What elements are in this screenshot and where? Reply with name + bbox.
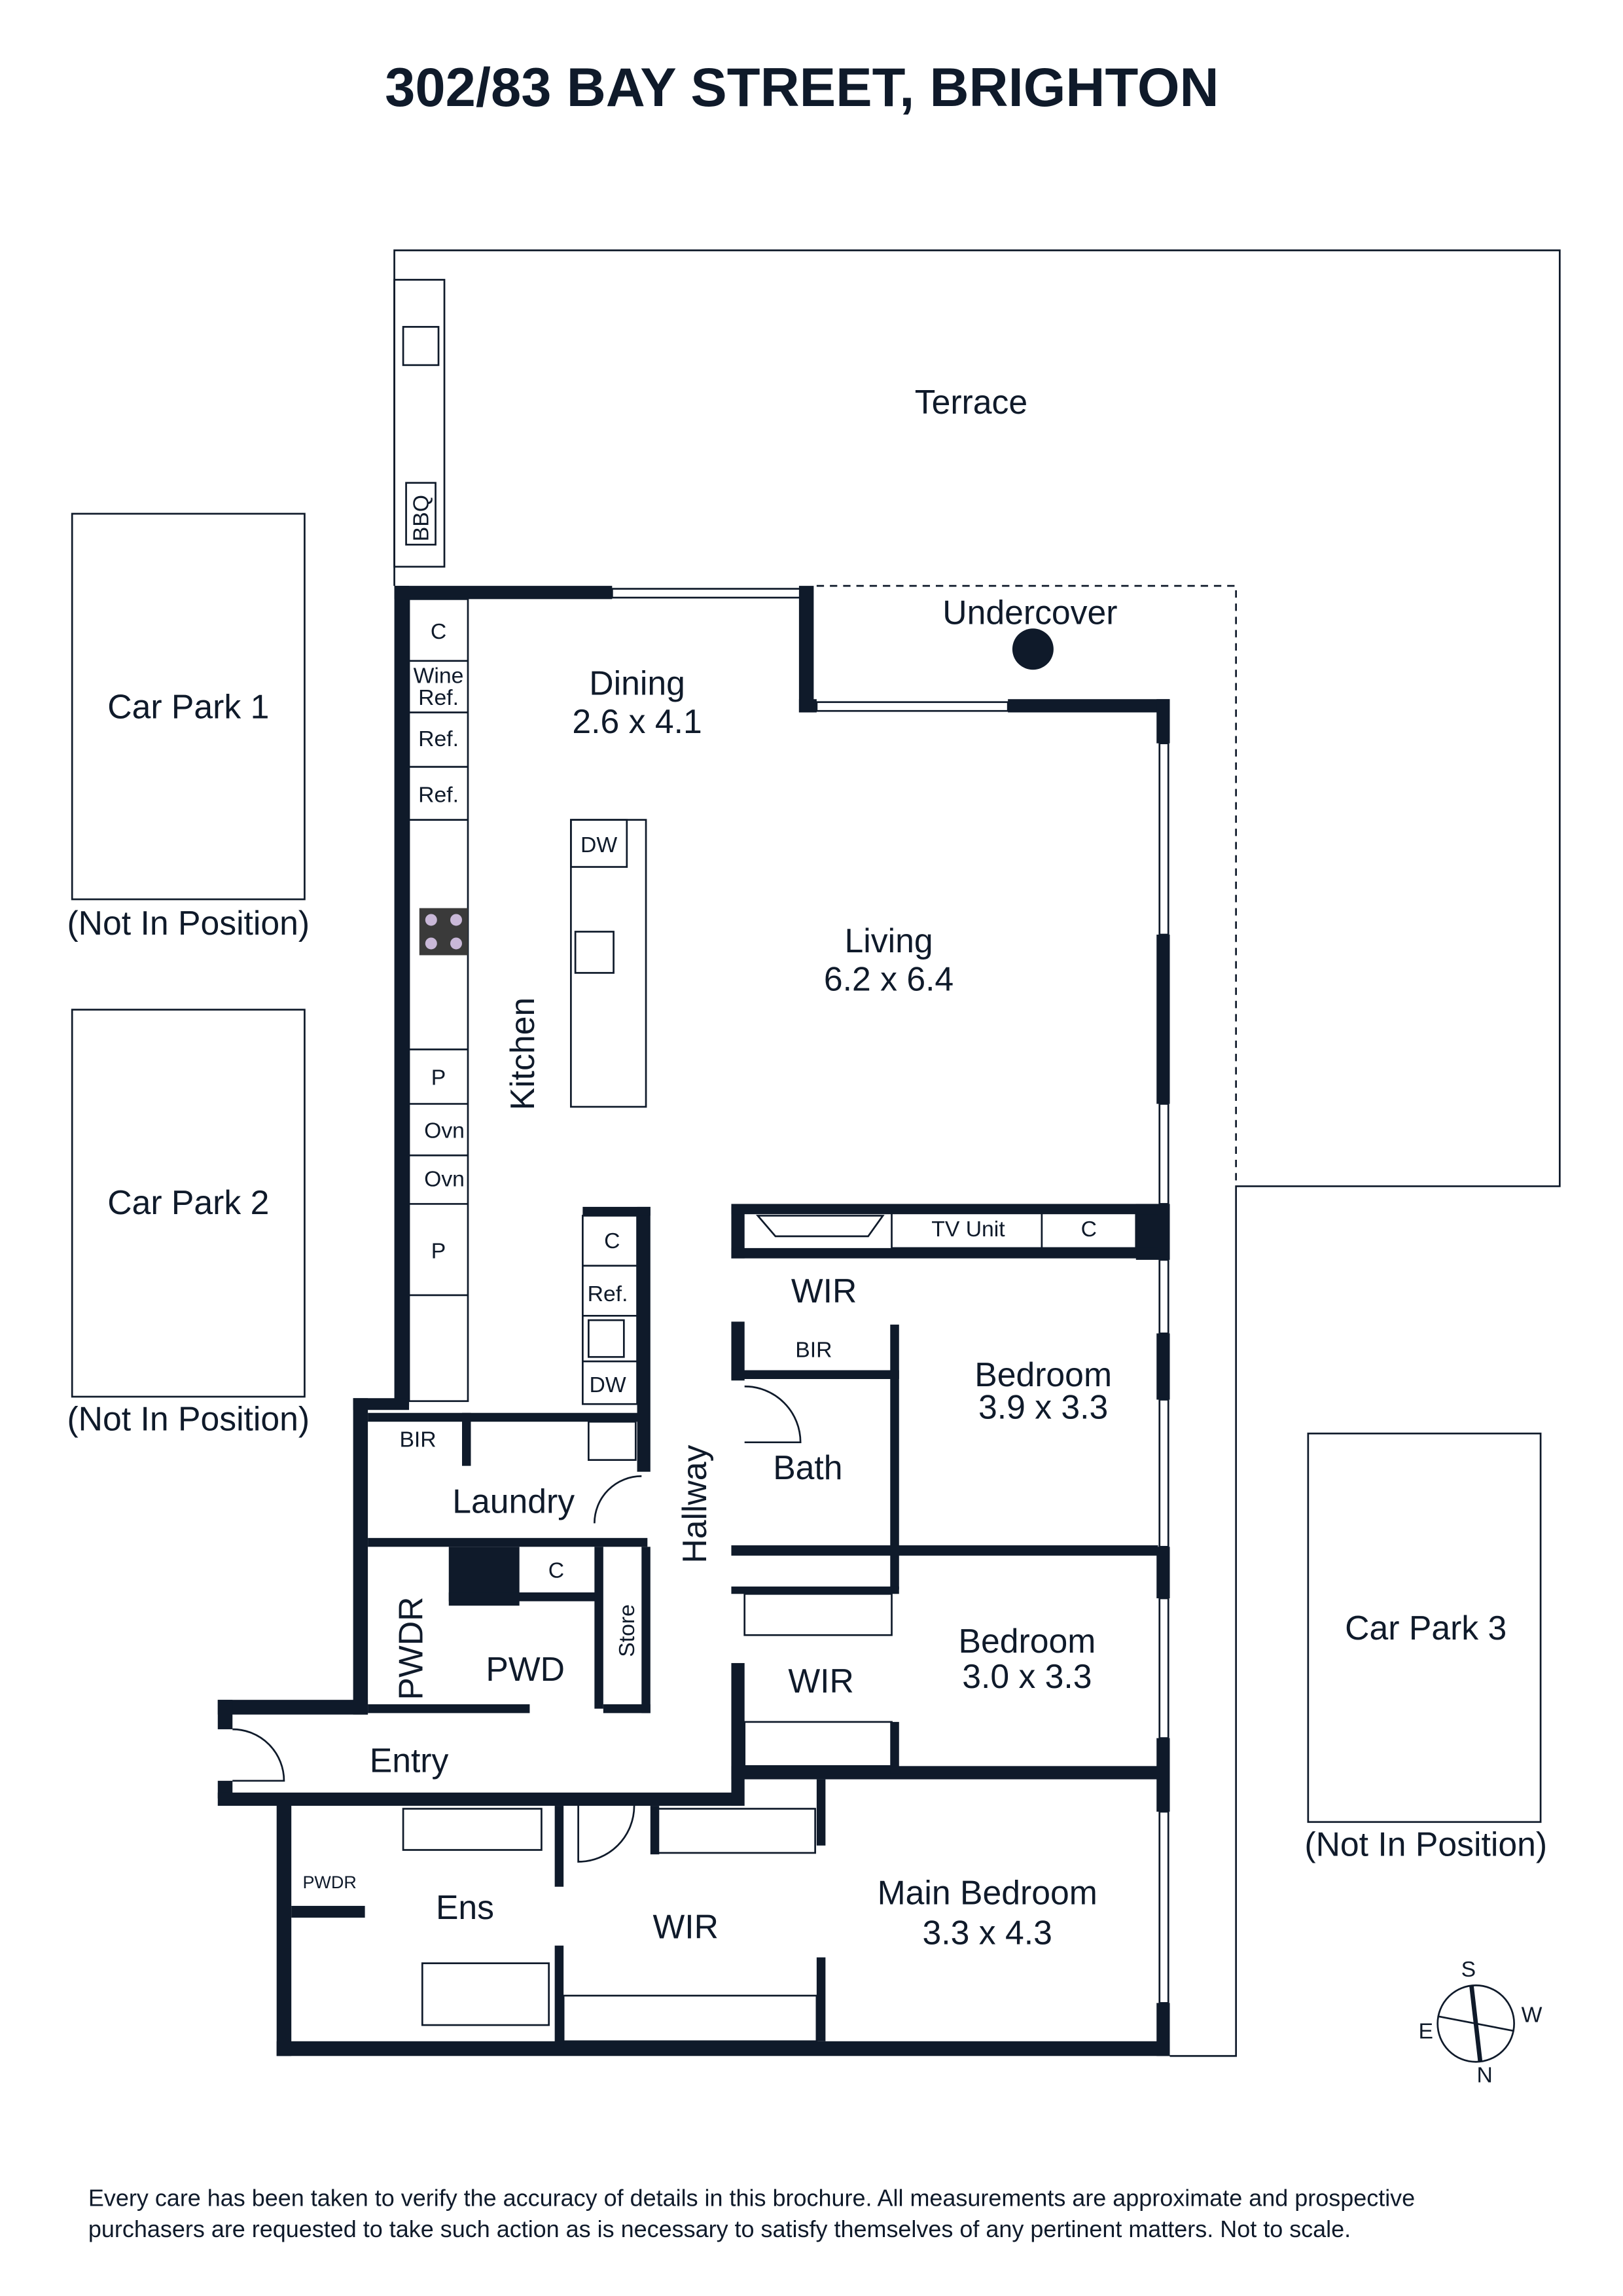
disclaimer-line-2: purchasers are requested to take such ac… (88, 2215, 1351, 2242)
bath-label: Bath (773, 1448, 842, 1486)
svg-text:P: P (431, 1239, 446, 1264)
bedroom-3-size: 3.0 x 3.3 (962, 1657, 1092, 1695)
main-bedroom-label: Main Bedroom (878, 1874, 1097, 1912)
entry-label: Entry (370, 1741, 449, 1779)
kitchen-joinery: C Wine Ref. Ref. Ref. P Ovn Ovn P DW C R… (408, 598, 647, 1405)
sink-icon (588, 1319, 625, 1358)
svg-text:Ref.: Ref. (418, 726, 459, 751)
svg-text:C: C (1081, 1217, 1097, 1242)
svg-text:C: C (604, 1229, 620, 1253)
room-labels: Dining 2.6 x 4.1 Living 6.2 x 6.4 WIR Be… (302, 664, 1112, 2026)
wir-label: WIR (788, 1662, 854, 1700)
bedroom-3-label: Bedroom (958, 1622, 1096, 1660)
cooktop-icon (419, 908, 468, 956)
wir-label: WIR (791, 1272, 857, 1310)
tv-unit: TV Unit C BIR (755, 1209, 1137, 1362)
disclaimer-line-1: Every care has been taken to verify the … (88, 2185, 1415, 2212)
kitchen-island (570, 819, 647, 1108)
svg-text:(Not In Position): (Not In Position) (67, 904, 310, 942)
svg-text:C: C (431, 619, 446, 644)
doors (232, 1385, 802, 1863)
svg-text:Ref.: Ref. (418, 783, 459, 808)
svg-text:(Not In Position): (Not In Position) (1304, 1825, 1547, 1863)
ens-label: Ens (436, 1888, 494, 1926)
sink-icon (574, 931, 615, 974)
kitchen-label: Kitchen (503, 997, 541, 1110)
svg-text:Ovn: Ovn (424, 1166, 465, 1191)
car-park-1: Car Park 1 (Not In Position) (67, 512, 310, 942)
bathtub-icon (421, 1962, 550, 2026)
sink-icon (402, 326, 440, 367)
vanity-icon (402, 1808, 543, 1851)
svg-text:C: C (548, 1558, 564, 1583)
bbq-bench (393, 279, 446, 568)
laundry-label: Laundry (452, 1482, 575, 1520)
terrace-label: Terrace (915, 383, 1027, 421)
pwd-label: PWD (486, 1650, 565, 1688)
svg-text:P: P (431, 1065, 446, 1090)
bir-label: BIR (399, 1427, 436, 1452)
svg-text:(Not In Position): (Not In Position) (67, 1400, 310, 1438)
svg-text:Wine: Wine (414, 664, 464, 689)
bedroom-2-size: 3.9 x 3.3 (978, 1388, 1108, 1426)
svg-text:E: E (1418, 2018, 1433, 2043)
terrace-area: BBQ Terrace Undercover (393, 249, 1561, 2057)
page-title: 302/83 BAY STREET, BRIGHTON (385, 57, 1219, 118)
car-park-2: Car Park 2 (Not In Position) (67, 1009, 310, 1438)
svg-text:Car Park 2: Car Park 2 (107, 1183, 269, 1221)
wir-label: WIR (653, 1907, 719, 1945)
svg-text:TV Unit: TV Unit (931, 1217, 1005, 1242)
bedroom-2-label: Bedroom (974, 1355, 1112, 1393)
svg-text:Car Park 3: Car Park 3 (1345, 1609, 1507, 1647)
svg-text:BIR: BIR (795, 1337, 832, 1362)
svg-text:W: W (1522, 2003, 1543, 2028)
living-label: Living (844, 922, 933, 960)
svg-text:Ref.: Ref. (418, 685, 459, 710)
bbq-label: BBQ (408, 495, 433, 541)
compass-icon: S N E W (1418, 1957, 1542, 2088)
svg-text:Ref.: Ref. (588, 1282, 628, 1306)
svg-text:S: S (1461, 1957, 1476, 1982)
hallway-label: Hallway (675, 1444, 713, 1563)
dining-label: Dining (589, 664, 685, 702)
main-bedroom-size: 3.3 x 4.3 (923, 1913, 1052, 1951)
pwdr-label: PWDR (391, 1596, 429, 1700)
undercover-label: Undercover (942, 594, 1117, 632)
pwdr-ens-label: PWDR (302, 1873, 356, 1892)
store-label: Store (615, 1604, 639, 1657)
svg-text:DW: DW (590, 1372, 626, 1397)
column-icon (1012, 628, 1054, 670)
svg-text:Ovn: Ovn (424, 1118, 465, 1143)
dining-size: 2.6 x 4.1 (572, 702, 702, 740)
living-size: 6.2 x 6.4 (824, 960, 954, 997)
laundry-sink-icon (588, 1420, 637, 1462)
svg-text:DW: DW (580, 833, 617, 857)
car-park-3: Car Park 3 (Not In Position) (1304, 1432, 1547, 1863)
svg-text:Car Park 1: Car Park 1 (107, 687, 269, 725)
bbq-icon (405, 482, 437, 546)
walls (217, 586, 1170, 2056)
svg-text:N: N (1476, 2063, 1492, 2088)
